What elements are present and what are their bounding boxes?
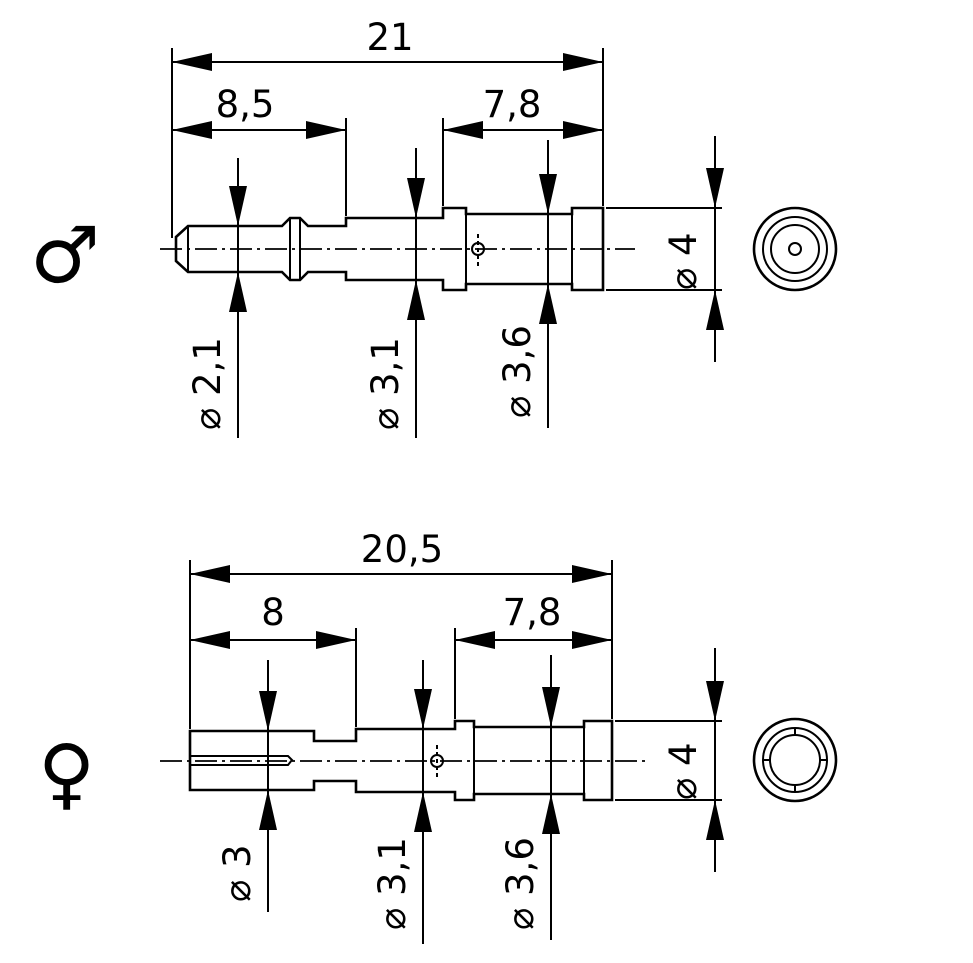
female-dim-overall: 20,5 bbox=[361, 528, 443, 571]
female-dim-mid-diameter: ⌀ 3,1 bbox=[371, 837, 414, 930]
female-dim-rear: 7,8 bbox=[503, 591, 562, 634]
male-dim-outer-diameter: ⌀ 4 bbox=[662, 232, 705, 290]
female-connector: ♀ 20,5 bbox=[38, 528, 838, 944]
male-dim-overall: 21 bbox=[366, 16, 413, 59]
male-dim-rear: 7,8 bbox=[483, 83, 542, 126]
female-dim-body-diameter: ⌀ 3,6 bbox=[499, 837, 542, 930]
male-dim-tip-diameter: ⌀ 2,1 bbox=[186, 337, 229, 430]
female-dim-tip-diameter: ⌀ 3 bbox=[216, 844, 259, 902]
male-connector: ♂ 21 8,5 bbox=[30, 16, 838, 438]
male-dim-body-diameter: ⌀ 3,6 bbox=[496, 325, 539, 418]
female-symbol: ♀ bbox=[38, 729, 95, 819]
female-socket-outline bbox=[188, 719, 614, 802]
female-dim-outer-diameter: ⌀ 4 bbox=[662, 742, 705, 800]
female-end-view bbox=[752, 717, 838, 803]
male-end-view bbox=[752, 206, 838, 292]
female-dim-front: 8 bbox=[261, 591, 285, 634]
female-slot bbox=[190, 755, 294, 766]
male-symbol: ♂ bbox=[30, 211, 100, 301]
male-dim-mid-diameter: ⌀ 3,1 bbox=[364, 337, 407, 430]
male-dim-front: 8,5 bbox=[216, 83, 275, 126]
